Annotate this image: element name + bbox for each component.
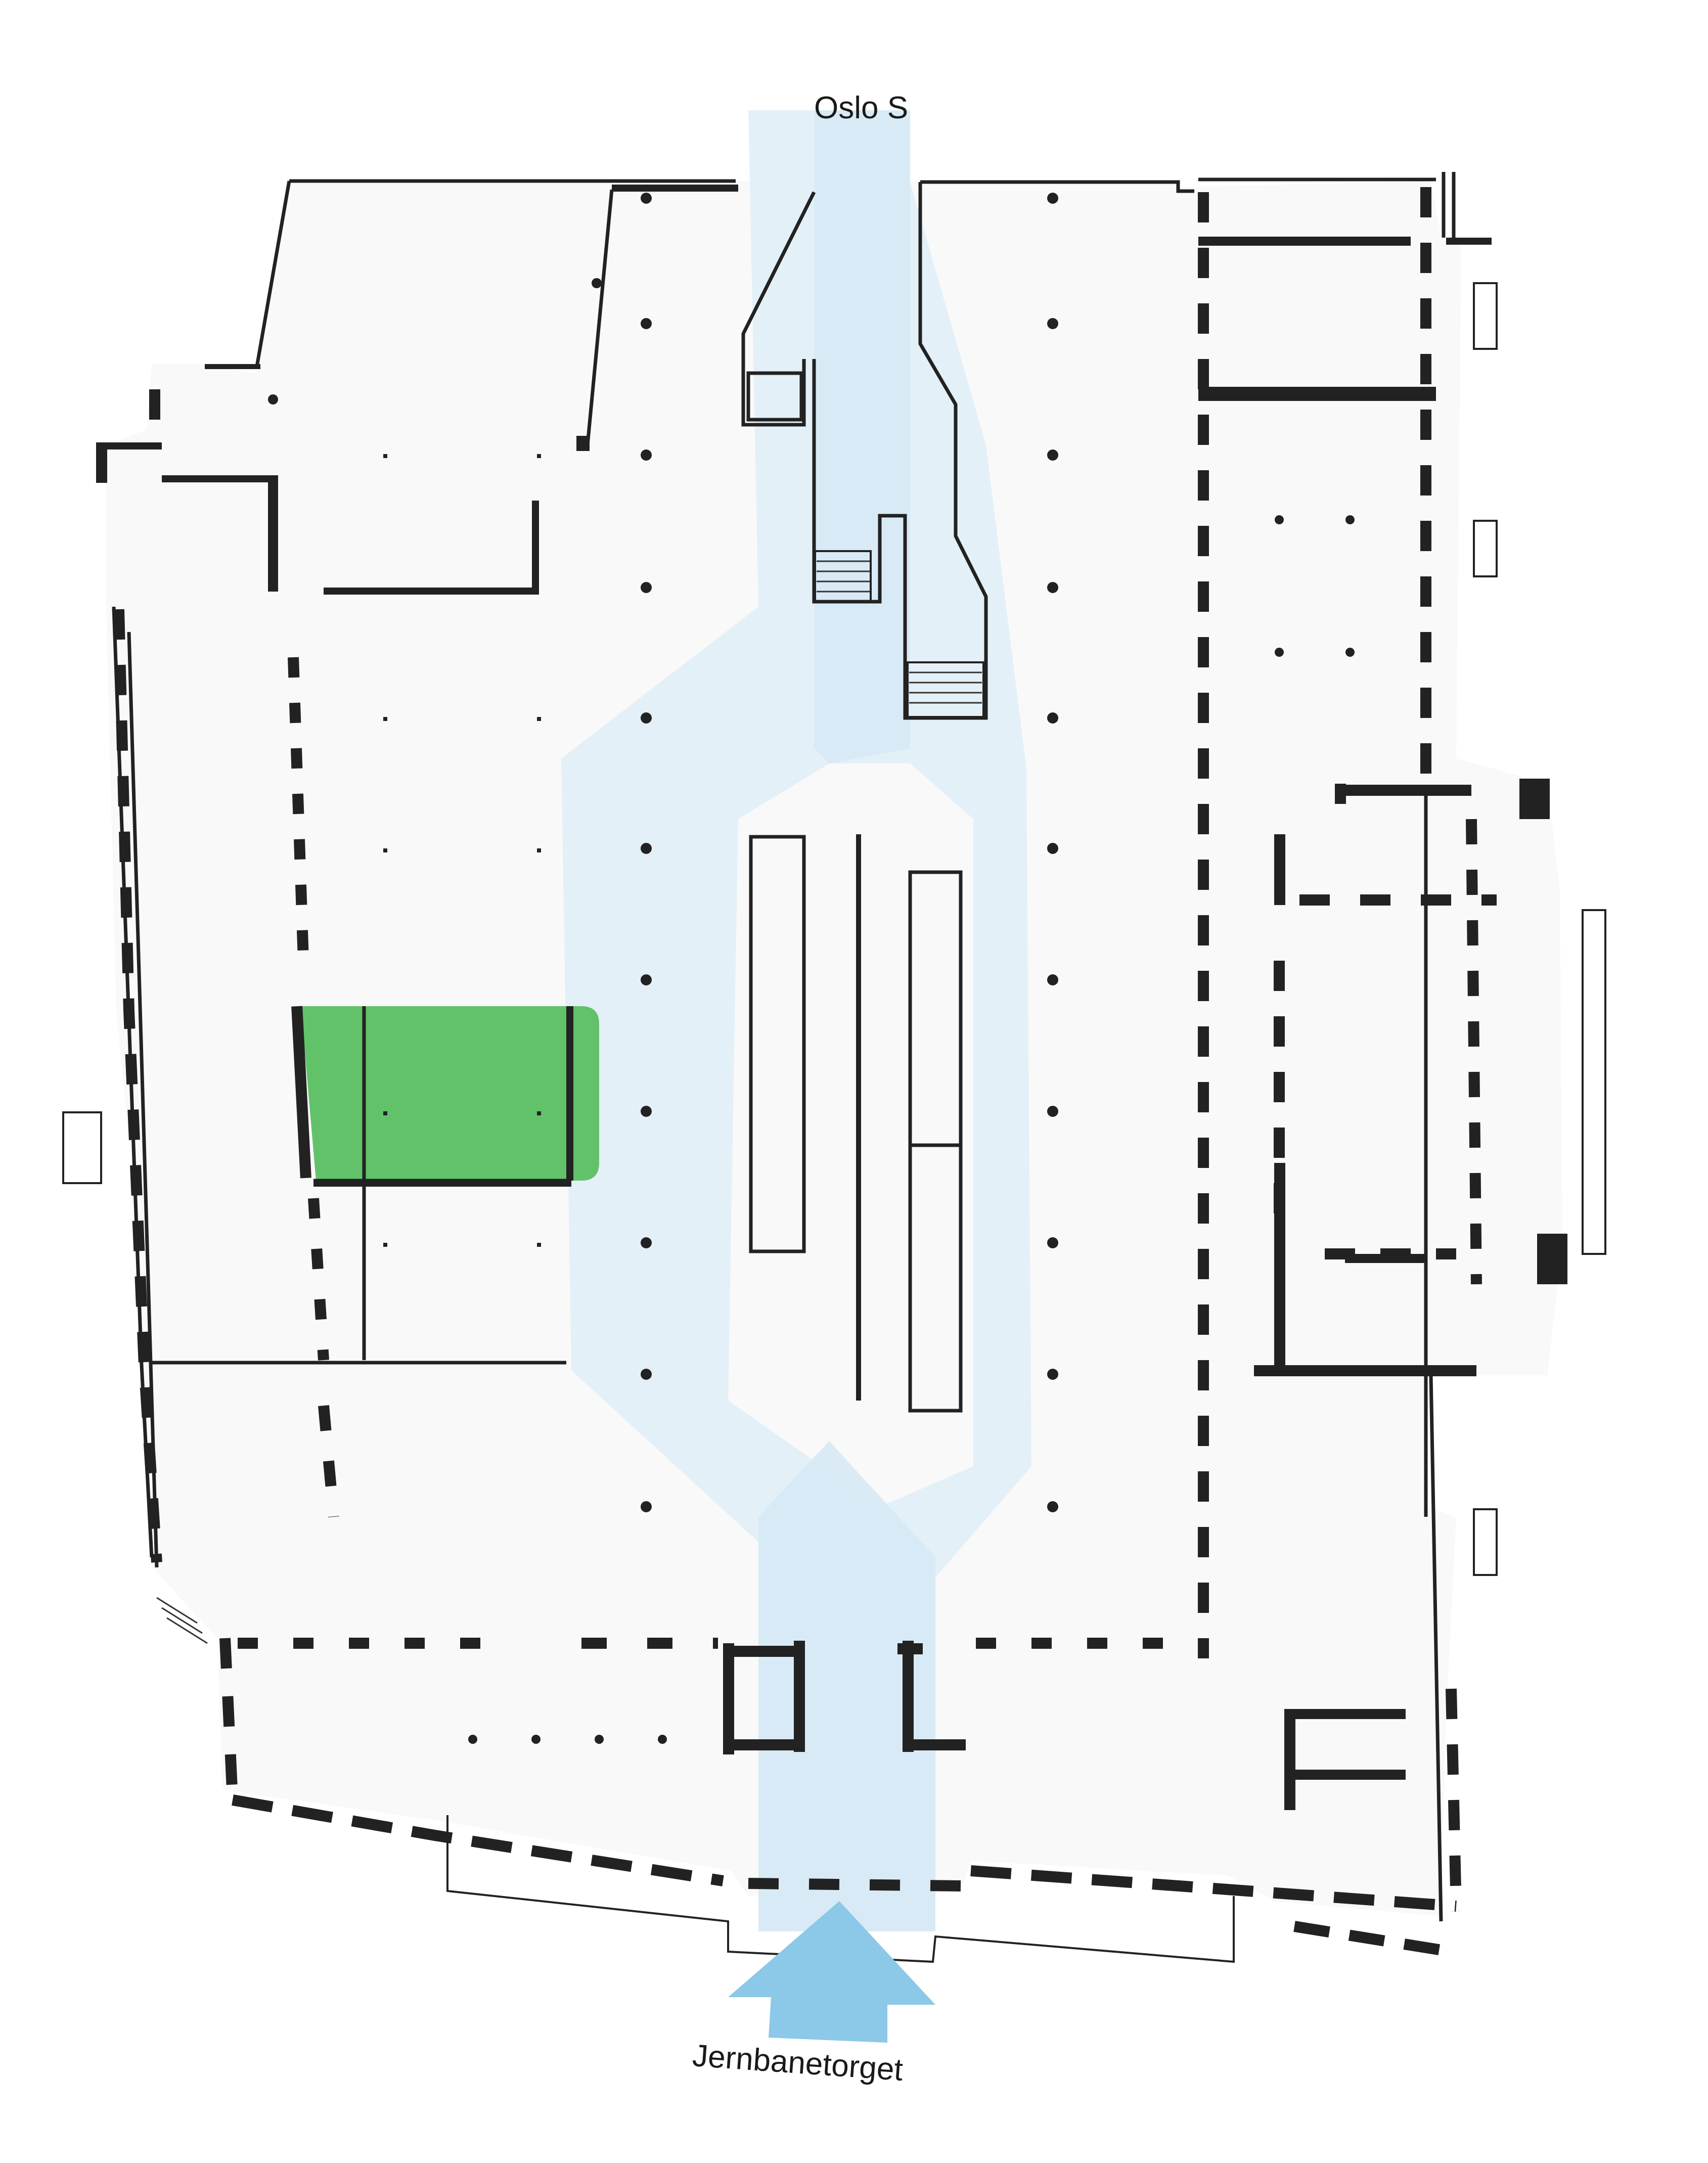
walkway-route xyxy=(561,110,1031,1931)
dashed-walls xyxy=(113,187,1497,1957)
label-oslo-s: Oslo S xyxy=(814,91,909,125)
thick-walls xyxy=(96,185,1567,1810)
walkway-route-core xyxy=(758,110,935,1931)
stair-hatching xyxy=(156,560,982,1644)
columns xyxy=(268,193,1355,1744)
arrow-up-icon xyxy=(728,1901,935,2043)
central-structures xyxy=(741,182,988,1413)
highlighted-room xyxy=(301,1006,599,1181)
